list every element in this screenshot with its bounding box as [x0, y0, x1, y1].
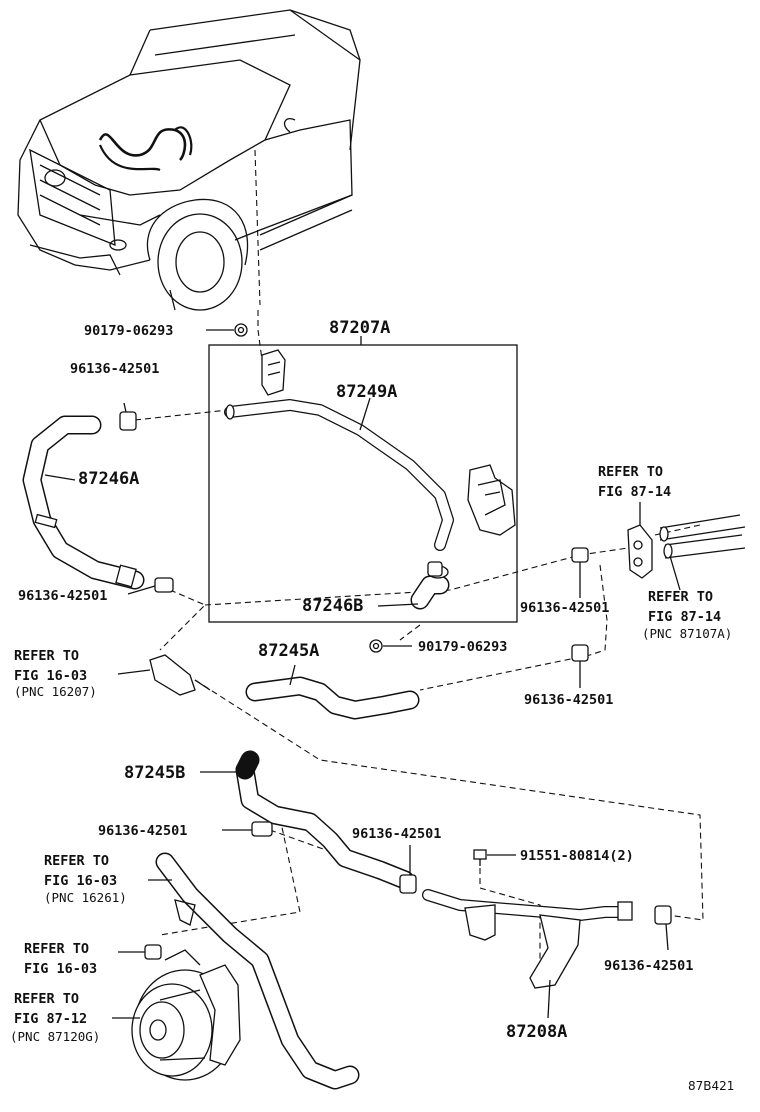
assembly-box: [208, 344, 518, 623]
label-clamp-3: 96136-42501: [520, 600, 609, 616]
nut-icon-mid: [369, 639, 383, 653]
clamp-icon-6: [399, 845, 417, 894]
refer-1603-a-line3: (PNC 16207): [14, 684, 97, 699]
clamp-icon-5: [251, 821, 273, 837]
label-clamp-4: 96136-42501: [524, 692, 613, 708]
label-clamp-1: 96136-42501: [70, 361, 159, 377]
reservoir-connector: [627, 514, 746, 579]
reservoir-hose-end: [149, 654, 211, 696]
hose-87245B: [235, 750, 415, 890]
label-87246B: 87246B: [302, 596, 363, 616]
refer-1603-b-line2: FIG 16-03: [44, 873, 117, 889]
hose-87246A: [22, 415, 145, 590]
clamp-icon-2: [154, 577, 174, 593]
label-87208A: 87208A: [506, 1022, 567, 1042]
bolt-icon: [473, 849, 487, 866]
pipe-87249A: [224, 399, 454, 551]
pipe-87208A: [422, 889, 633, 989]
refer-8714-right-line1: REFER TO: [648, 589, 713, 605]
refer-1603-a-line2: FIG 16-03: [14, 668, 87, 684]
refer-8714-right-line2: FIG 87-14: [648, 609, 721, 625]
refer-1603-c-line1: REFER TO: [24, 941, 89, 957]
clamp-icon-9: [427, 561, 443, 577]
power-steering-pump: [131, 899, 241, 1081]
refer-1603-b-line3: (PNC 16261): [44, 890, 127, 905]
refer-8712-line3: (PNC 87120G): [10, 1029, 100, 1044]
refer-8714-right-line3: (PNC 87107A): [642, 626, 732, 641]
label-87249A: 87249A: [336, 382, 397, 402]
label-nut-mid: 90179-06293: [418, 639, 507, 655]
return-hose: [155, 852, 360, 1090]
label-bolt: 91551-80814(2): [520, 848, 634, 864]
pipe-clip-right: [467, 464, 516, 536]
figure-code: 87B421: [688, 1079, 734, 1093]
label-87245B: 87245B: [124, 763, 185, 783]
clamp-icon-8: [144, 944, 162, 960]
hose-87245A: [245, 676, 420, 720]
nut-icon-top: [234, 323, 248, 337]
label-nut-top: 90179-06293: [84, 323, 173, 339]
clamp-icon-7: [654, 905, 672, 951]
label-clamp-7: 96136-42501: [604, 958, 693, 974]
label-87245A: 87245A: [258, 641, 319, 661]
label-87207A: 87207A: [329, 318, 390, 338]
label-clamp-6: 96136-42501: [352, 826, 441, 842]
clamp-icon-1: [119, 402, 137, 431]
clamp-icon-3: [571, 547, 589, 563]
label-clamp-2: 96136-42501: [18, 588, 107, 604]
refer-8714-top-line1: REFER TO: [598, 464, 663, 480]
label-clamp-5: 96136-42501: [98, 823, 187, 839]
dashed-leaders: [134, 149, 704, 975]
refer-1603-a-line1: REFER TO: [14, 648, 79, 664]
pipe-clip-top: [261, 349, 286, 396]
refer-8714-top-line2: FIG 87-14: [598, 484, 671, 500]
clamp-icon-4: [571, 644, 589, 662]
vehicle-illustration: [17, 9, 361, 311]
refer-8712-line2: FIG 87-12: [14, 1011, 87, 1027]
refer-1603-b-line1: REFER TO: [44, 853, 109, 869]
refer-8712-line1: REFER TO: [14, 991, 79, 1007]
label-87246A: 87246A: [78, 469, 139, 489]
refer-1603-c-line2: FIG 16-03: [24, 961, 97, 977]
